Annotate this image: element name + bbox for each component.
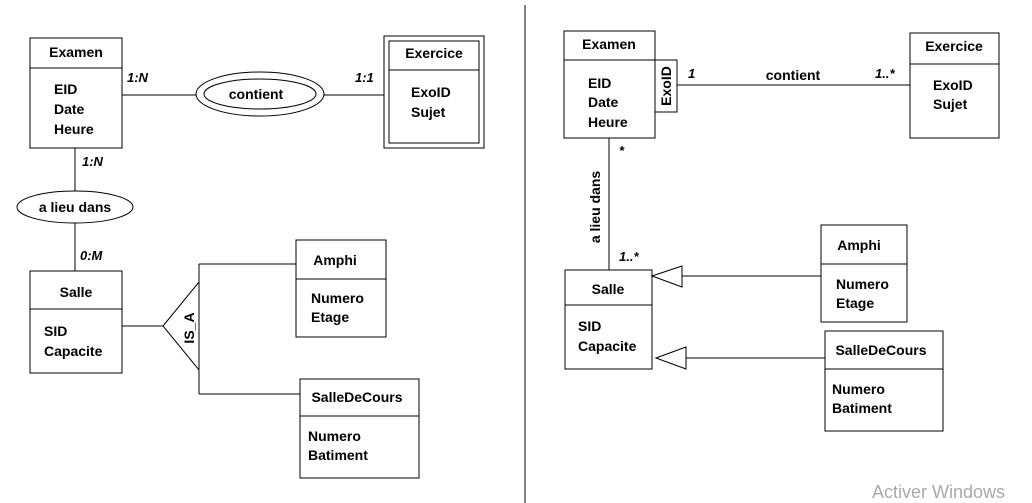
right-exercice-title: Exercice [925, 38, 983, 54]
left-salle-attr: Capacite [44, 343, 103, 359]
left-salledecours-attr: Batiment [308, 447, 368, 463]
left-examen-attr: Heure [54, 121, 94, 137]
left-contient-card-examen: 1:N [127, 70, 149, 85]
left-entity-exercice: Exercice ExoID Sujet [383, 35, 485, 149]
right-alieu-mult-examen: * [619, 143, 625, 158]
left-entity-examen: Examen EID Date Heure [29, 37, 123, 149]
activation-watermark: Activer Windows [872, 482, 1005, 502]
right-exercice-attr: Sujet [933, 96, 968, 112]
left-contient-label: contient [229, 86, 284, 102]
right-class-amphi: Amphi Numero Etage [820, 224, 908, 323]
left-entity-salledecours: SalleDeCours Numero Batiment [299, 378, 420, 479]
right-class-salledecours: SalleDeCours Numero Batiment [824, 330, 944, 432]
left-examen-attr: EID [54, 81, 77, 97]
right-salle-title: Salle [592, 281, 625, 297]
left-relationship-a-lieu-dans: a lieu dans [16, 190, 134, 224]
right-alieu-mult-salle: 1..* [619, 249, 639, 264]
right-contient-mult-examen: 1 [688, 66, 695, 81]
left-alieu-card-salle: 0:M [80, 248, 104, 263]
left-alieu-card-examen: 1:N [82, 154, 104, 169]
right-contient-label: contient [766, 67, 821, 83]
right-amphi-generalization-arrow [650, 265, 683, 288]
left-amphi-attr: Etage [311, 309, 349, 325]
right-salledecours-attr: Batiment [832, 400, 892, 416]
right-salledecours-title: SalleDeCours [835, 342, 926, 358]
right-alieu-label: a lieu dans [587, 171, 603, 244]
right-contient-mult-exercice: 1..* [875, 66, 895, 81]
left-exercice-attr: Sujet [411, 104, 446, 120]
left-salledecours-attr: Numero [308, 428, 361, 444]
left-isa-triangle: IS_A [162, 280, 200, 372]
right-salle-attr: Capacite [578, 338, 637, 354]
left-examen-title: Examen [49, 44, 103, 60]
left-salle-title: Salle [60, 284, 93, 300]
right-qualifier-exoid: ExoID [654, 59, 678, 113]
left-amphi-attr: Numero [311, 290, 364, 306]
left-alieu-label: a lieu dans [39, 199, 112, 215]
left-salle-attr: SID [44, 323, 67, 339]
left-exercice-attr: ExoID [411, 84, 451, 100]
left-isa-label: IS_A [181, 312, 197, 343]
right-class-salle: Salle SID Capacite [564, 269, 653, 370]
right-amphi-attr: Numero [836, 276, 889, 292]
left-exercice-title: Exercice [405, 45, 463, 61]
right-salledecours-generalization-arrow [654, 346, 687, 370]
left-relationship-contient: contient [195, 71, 325, 117]
right-examen-title: Examen [582, 36, 636, 52]
right-amphi-attr: Etage [836, 295, 874, 311]
right-salle-attr: SID [578, 318, 601, 334]
right-exercice-attr: ExoID [933, 77, 973, 93]
right-qualifier-label: ExoID [658, 66, 674, 106]
left-examen-attr: Date [54, 101, 85, 117]
left-salledecours-title: SalleDeCours [311, 389, 402, 405]
right-examen-attr: Heure [588, 114, 628, 130]
left-amphi-title: Amphi [313, 252, 357, 268]
left-entity-amphi: Amphi Numero Etage [295, 239, 387, 338]
right-examen-attr: Date [588, 94, 619, 110]
right-examen-attr: EID [588, 75, 611, 91]
right-class-exercice: Exercice ExoID Sujet [909, 32, 1000, 139]
left-entity-salle: Salle SID Capacite [29, 270, 123, 374]
left-contient-card-exercice: 1:1 [355, 70, 374, 85]
right-class-examen: Examen EID Date Heure [563, 30, 656, 139]
right-amphi-title: Amphi [837, 237, 881, 253]
right-salledecours-attr: Numero [832, 381, 885, 397]
